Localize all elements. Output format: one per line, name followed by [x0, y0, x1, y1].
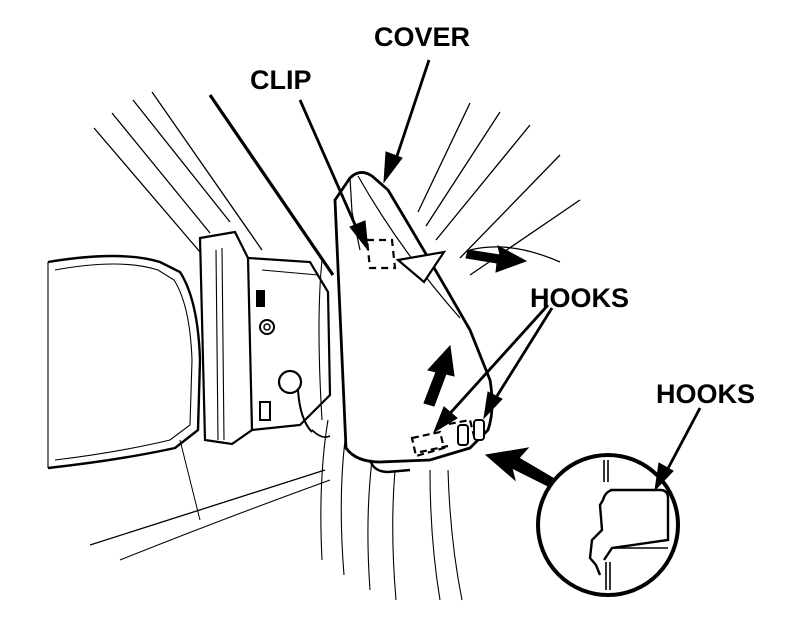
cover-triangle-mark — [395, 250, 447, 284]
hook-tabs — [457, 419, 485, 446]
triangular-cover — [333, 171, 494, 474]
hooks-detail-view — [536, 453, 680, 597]
mirror-mount-bracket — [198, 230, 332, 446]
hooks-detail-label: HOOKS — [656, 379, 755, 409]
pillar-edge — [208, 94, 335, 276]
leader-arrows — [298, 59, 702, 492]
clip-label: CLIP — [250, 65, 312, 95]
removal-direction-arrows — [423, 245, 528, 407]
cover-label: COVER — [374, 22, 470, 52]
pillar-background-lines — [93, 91, 581, 276]
door-panel-lines — [89, 259, 463, 601]
hooks-dashed-outline — [410, 418, 476, 458]
detail-callout-arrow — [484, 447, 554, 487]
clip-dashed-outline — [365, 238, 397, 270]
mirror-housing — [47, 254, 202, 470]
hooks-label: HOOKS — [530, 283, 629, 313]
